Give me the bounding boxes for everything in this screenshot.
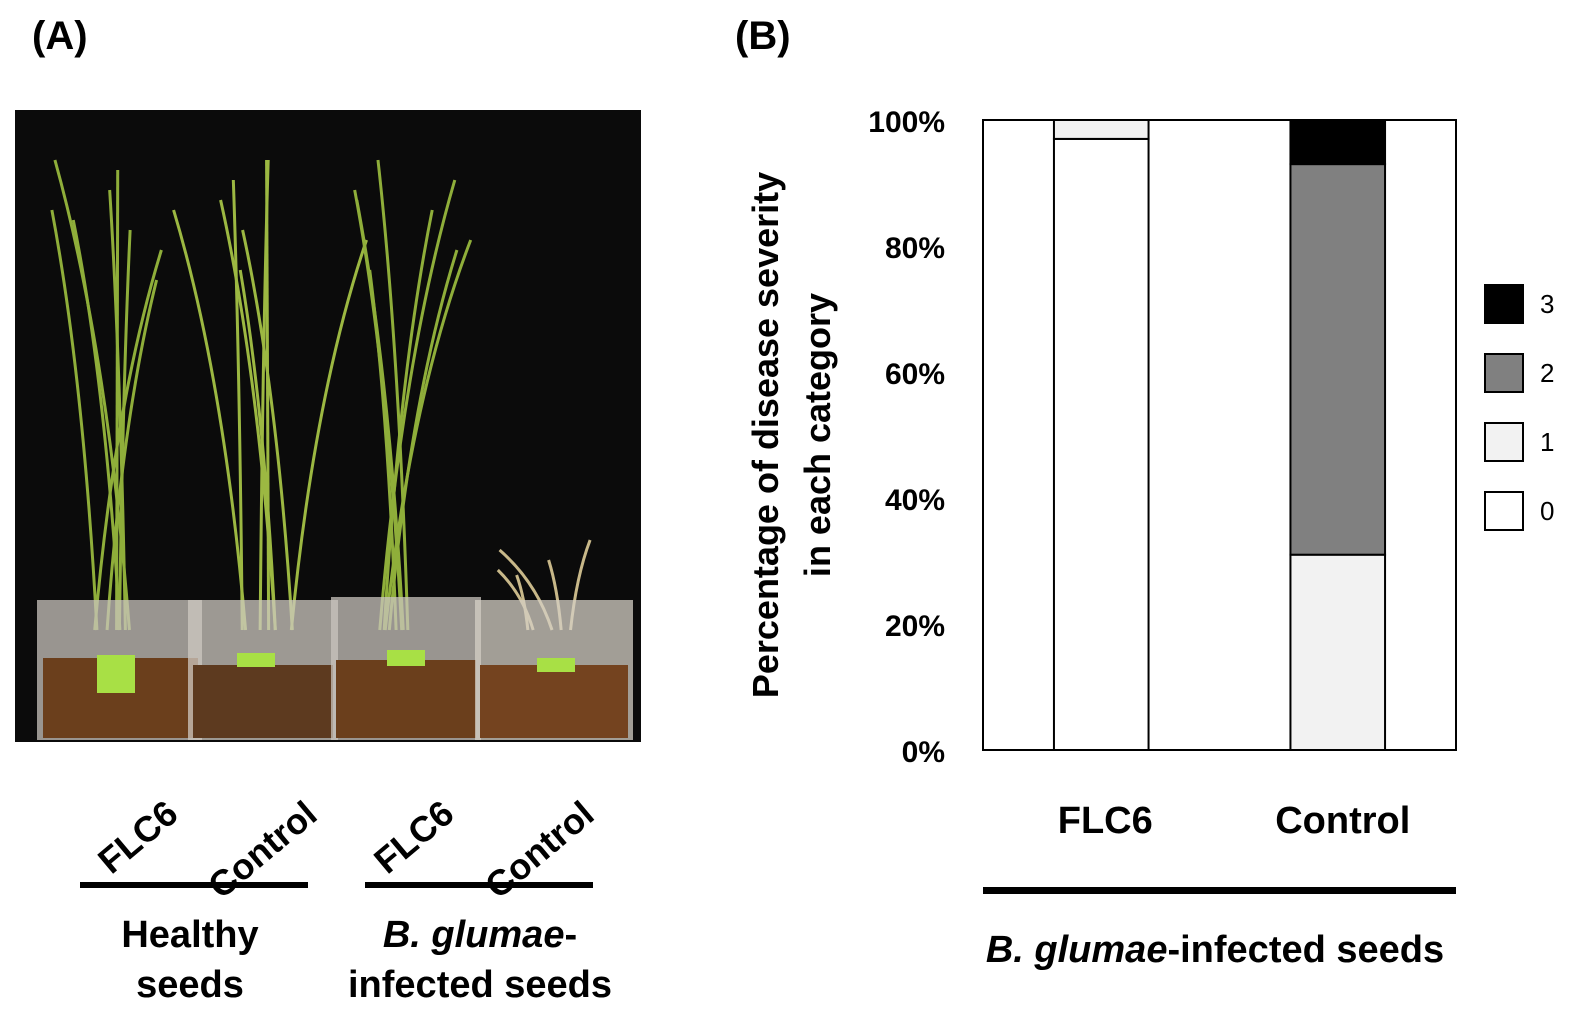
seedling-leaf bbox=[53, 159, 131, 631]
seedling-leaf bbox=[231, 179, 244, 631]
y-tick-label: 0% bbox=[902, 736, 945, 769]
y-tick-label: 60% bbox=[885, 358, 945, 391]
seedling-leaf bbox=[172, 209, 248, 631]
legend: 3 2 1 0 bbox=[1484, 284, 1554, 531]
seedling-leaves bbox=[50, 159, 592, 631]
legend-swatch bbox=[1484, 491, 1524, 531]
bar-segment bbox=[1052, 137, 1150, 751]
healthy-group-bar bbox=[80, 882, 308, 888]
legend-swatch bbox=[1484, 353, 1524, 393]
legend-label: 1 bbox=[1540, 427, 1554, 457]
x-tick-label: FLC6 bbox=[1058, 800, 1153, 842]
bar-segment bbox=[1289, 119, 1387, 166]
seedling-leaf bbox=[382, 209, 434, 631]
y-ticks: 0% 20% 40% 60% 80% 100% bbox=[868, 106, 945, 769]
tray-4 bbox=[475, 600, 633, 740]
tray-3 bbox=[331, 597, 481, 740]
tray-1 bbox=[37, 600, 202, 740]
bar-segment bbox=[1289, 553, 1387, 752]
legend-label: 3 bbox=[1540, 289, 1554, 319]
seedling-leaf bbox=[355, 199, 405, 631]
infected-group-bar bbox=[365, 882, 593, 888]
bars bbox=[1052, 119, 1387, 752]
y-tick-label: 80% bbox=[885, 232, 945, 265]
x-tick-label: Control bbox=[1275, 800, 1410, 842]
legend-swatch bbox=[1484, 422, 1524, 462]
infected-group-line1: B. glumae- bbox=[382, 914, 578, 956]
seedling-leaf bbox=[71, 219, 122, 631]
y-tick-label: 100% bbox=[868, 106, 945, 139]
seedling-leaf bbox=[258, 159, 270, 631]
x-ticks: FLC6 Control bbox=[1058, 800, 1411, 842]
bar-segment bbox=[1052, 119, 1150, 140]
seedling-leaf bbox=[241, 229, 294, 631]
y-axis-label-line1: Percentage of disease severity bbox=[745, 172, 786, 698]
legend-label: 2 bbox=[1540, 358, 1554, 388]
severity-chart: Percentage of disease severity in each c… bbox=[745, 106, 1554, 971]
healthy-group-label: Healthy seeds bbox=[60, 910, 320, 1010]
infected-group-line2: infected seeds bbox=[348, 964, 612, 1006]
y-tick-label: 40% bbox=[885, 484, 945, 517]
panel-b-label: (B) bbox=[735, 14, 791, 58]
x-axis-label: B. glumae-infected seeds bbox=[986, 929, 1444, 971]
seedling-leaf bbox=[289, 239, 368, 631]
bar-segment bbox=[1289, 163, 1387, 556]
seedling-leaf bbox=[387, 249, 459, 631]
tray-2 bbox=[188, 600, 338, 740]
y-axis-label-line2: in each category bbox=[797, 293, 838, 577]
seedling-leaf bbox=[238, 269, 277, 631]
x-group-bar bbox=[983, 887, 1456, 894]
legend-label: 0 bbox=[1540, 496, 1554, 526]
tray-label-flc6-healthy: FLC6 bbox=[90, 792, 186, 882]
seedling-leaf bbox=[376, 159, 410, 631]
y-tick-label: 20% bbox=[885, 610, 945, 643]
healthy-group-line2: seeds bbox=[136, 964, 244, 1006]
seedling-leaf bbox=[378, 179, 457, 631]
tray-label-control-healthy: Control bbox=[200, 792, 325, 907]
legend-swatch bbox=[1484, 284, 1524, 324]
seedling-leaf bbox=[115, 169, 120, 631]
tray-label-control-infected: Control bbox=[477, 792, 602, 907]
infected-group-label: B. glumae- infected seeds bbox=[320, 910, 640, 1010]
tray-label-flc6-infected: FLC6 bbox=[366, 792, 462, 882]
seedling-photo bbox=[15, 110, 641, 742]
seedling-leaf bbox=[50, 209, 99, 631]
panel-a-label: (A) bbox=[32, 14, 88, 58]
healthy-group-line1: Healthy bbox=[121, 914, 259, 956]
seedling-leaf bbox=[105, 279, 159, 631]
